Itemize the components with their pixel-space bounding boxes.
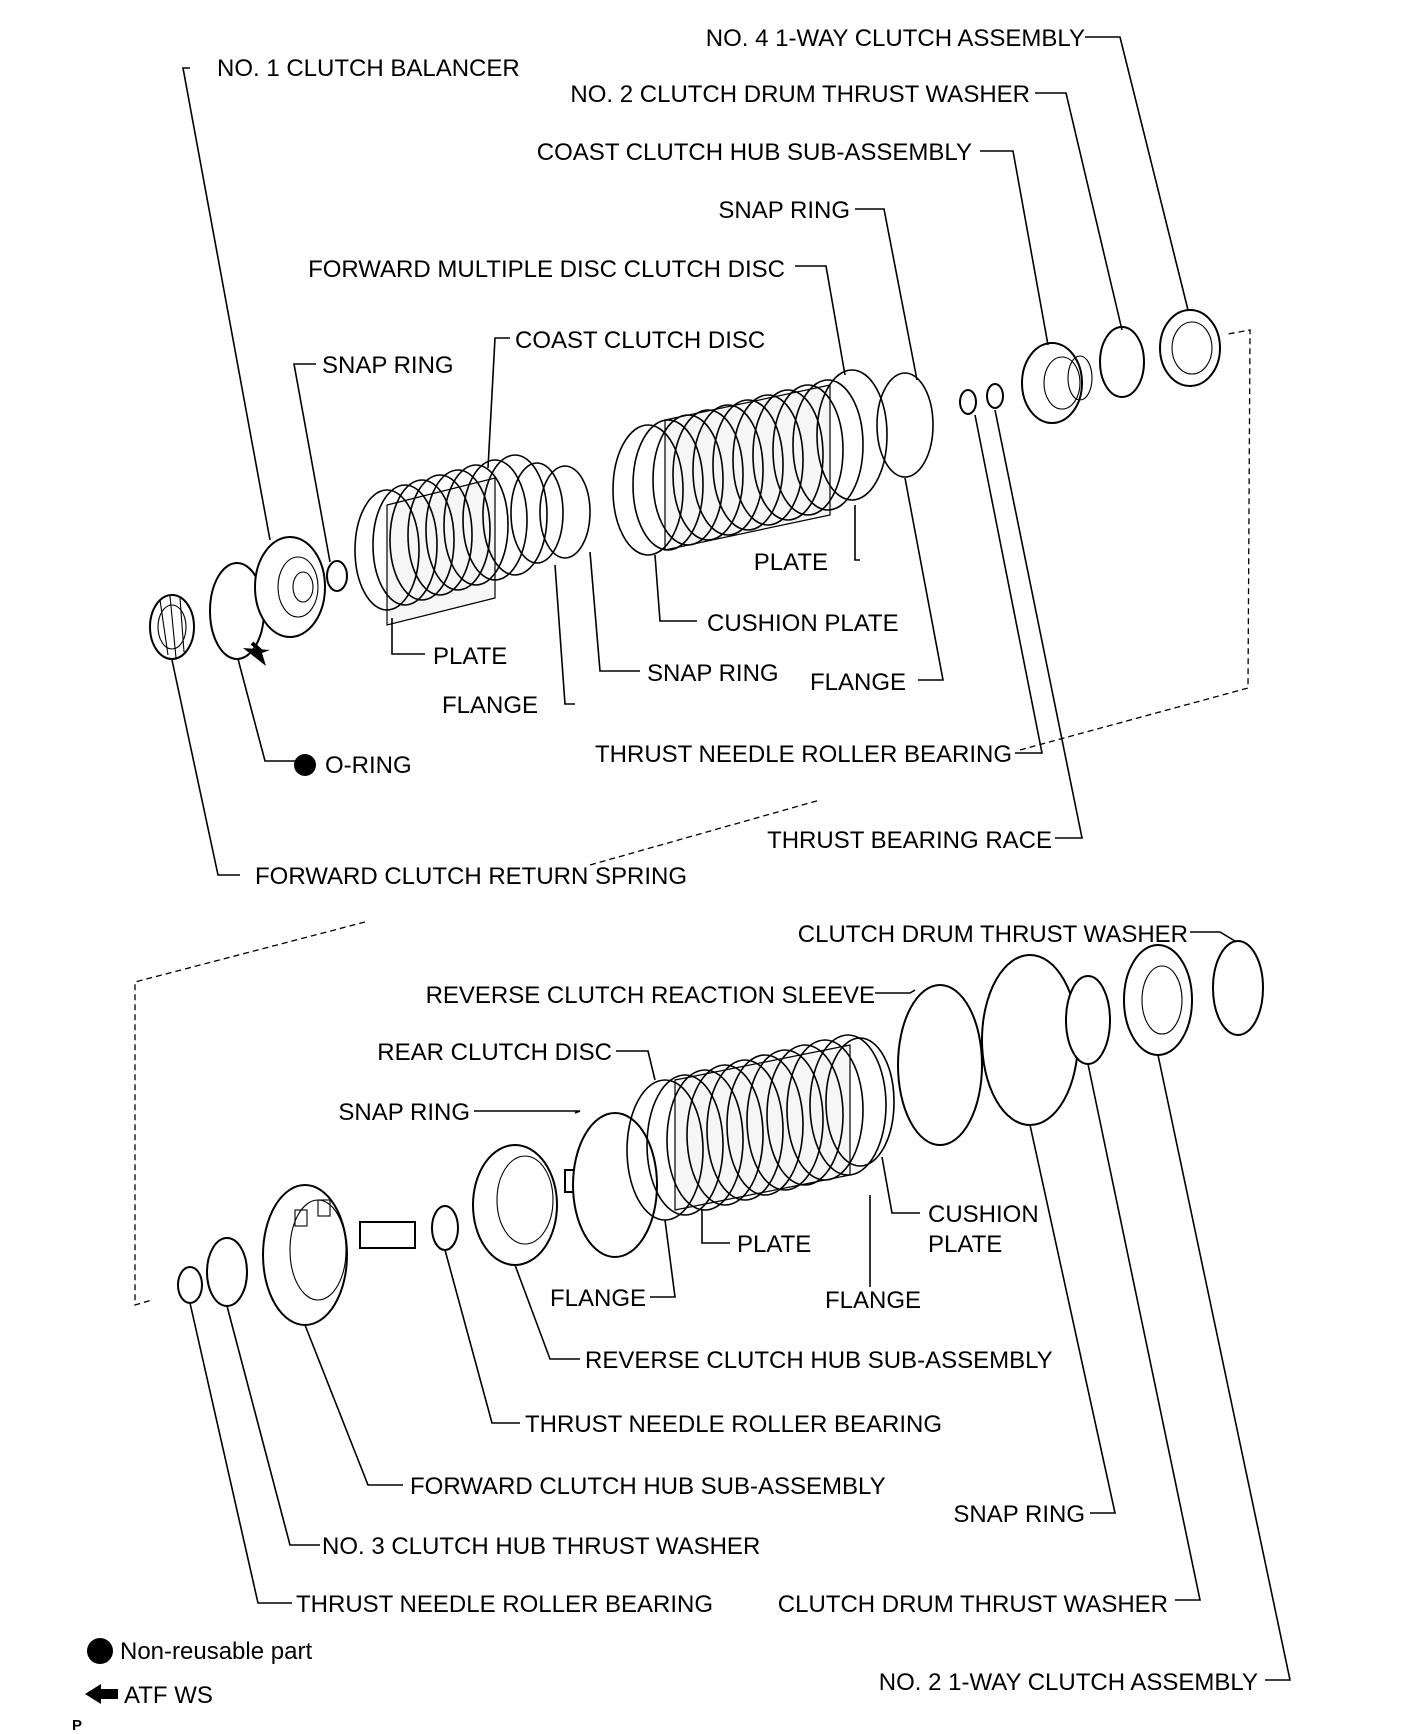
no3-hub-thrust-washer-part [206,1237,248,1307]
thrust-needle-bearing-top-part [959,389,977,415]
no1-clutch-balancer-part [254,536,326,638]
label-no2-one-way-clutch: NO. 2 1-WAY CLUTCH ASSEMBLY [879,1669,1258,1696]
label-snap-ring-lower: SNAP RING [338,1099,470,1126]
legend: Non-reusable part ATF WS P [72,1638,312,1734]
legend-non-reusable: Non-reusable part [120,1638,312,1665]
label-forward-return-spring: FORWARD CLUTCH RETURN SPRING [255,863,687,890]
label-plate-left: PLATE [433,643,507,670]
label-thrust-needle-mid: THRUST NEEDLE ROLLER BEARING [525,1411,942,1438]
no4-one-way-clutch-part [1159,309,1221,387]
label-clutch-drum-thrust-washer-bottom: CLUTCH DRUM THRUST WASHER [778,1591,1168,1618]
no2-one-way-clutch-part [1123,944,1193,1056]
label-no2-drum-thrust-washer: NO. 2 CLUTCH DRUM THRUST WASHER [570,81,1030,108]
forward-clutch-pack [612,369,934,556]
label-plate-lower: PLATE [737,1231,811,1258]
coast-clutch-hub-part [1021,342,1093,424]
label-plate-right: PLATE [754,549,828,576]
snap-ring-large-part [981,954,1079,1126]
atf-arrow-icon [243,648,270,666]
label-snap-ring-bottom: SNAP RING [953,1501,1085,1528]
legend-atf: ATF WS [124,1682,213,1709]
label-forward-multiple-disc: FORWARD MULTIPLE DISC CLUTCH DISC [308,256,785,283]
legend-arrow-icon [85,1684,118,1704]
label-rear-clutch-disc: REAR CLUTCH DISC [377,1039,612,1066]
label-clutch-drum-thrust-washer-top: CLUTCH DRUM THRUST WASHER [798,921,1188,948]
label-coast-clutch-hub: COAST CLUTCH HUB SUB-ASSEMBLY [537,139,972,166]
label-snap-ring-mid: SNAP RING [647,660,779,687]
label-reverse-reaction-sleeve: REVERSE CLUTCH REACTION SLEEVE [426,982,875,1009]
reverse-reaction-sleeve-part [897,984,983,1146]
non-reusable-dot-icon [294,754,316,776]
label-cushion-plate-1: CUSHION [928,1201,1039,1228]
label-no4-one-way-clutch: NO. 4 1-WAY CLUTCH ASSEMBLY [706,25,1085,52]
dashed-connectors [134,329,1251,1306]
thrust-needle-bearing-bottom-part [177,1266,203,1304]
label-snap-ring-left: SNAP RING [322,352,454,379]
label-reverse-clutch-hub: REVERSE CLUTCH HUB SUB-ASSEMBLY [585,1347,1053,1374]
label-flange-left: FLANGE [442,692,538,719]
label-thrust-bearing-race: THRUST BEARING RACE [767,827,1052,854]
forward-clutch-hub-part [262,1184,416,1326]
label-forward-clutch-hub: FORWARD CLUTCH HUB SUB-ASSEMBLY [410,1473,886,1500]
labels: NO. 4 1-WAY CLUTCH ASSEMBLY NO. 1 CLUTCH… [217,25,1258,1696]
label-coast-clutch-disc: COAST CLUTCH DISC [515,327,765,354]
atf-arrow-shaft [250,641,264,654]
label-thrust-needle-top: THRUST NEEDLE ROLLER BEARING [595,741,1012,768]
clutch-drum-thrust-washer-bottom-part [1065,975,1111,1065]
label-flange-lower-left: FLANGE [550,1285,646,1312]
corner-mark: P [72,1717,82,1734]
label-no1-clutch-balancer: NO. 1 CLUTCH BALANCER [217,55,520,82]
leader-lines [171,36,1291,1681]
label-cushion-plate-top: CUSHION PLATE [707,610,899,637]
rear-clutch-pack [626,1034,895,1221]
label-thrust-needle-bottom: THRUST NEEDLE ROLLER BEARING [296,1591,713,1618]
label-flange-right: FLANGE [810,669,906,696]
snap-ring-lower-part [572,1112,658,1258]
label-no3-hub-thrust-washer: NO. 3 CLUTCH HUB THRUST WASHER [322,1533,760,1560]
label-o-ring: O-RING [325,752,412,779]
legend-dot-icon [87,1638,113,1664]
coast-clutch-pack [354,454,591,626]
clutch-drum-thrust-washer-top-part [1212,940,1264,1036]
thrust-needle-bearing-mid-part [431,1205,459,1251]
no2-drum-thrust-washer-part [1099,326,1145,398]
forward-clutch-return-spring-part [149,594,195,660]
snap-ring-small-part [326,560,348,592]
label-flange-lower-right: FLANGE [825,1287,921,1314]
label-cushion-plate-2: PLATE [928,1231,1002,1258]
thrust-bearing-race-part [986,383,1004,409]
label-snap-ring-top: SNAP RING [718,197,850,224]
